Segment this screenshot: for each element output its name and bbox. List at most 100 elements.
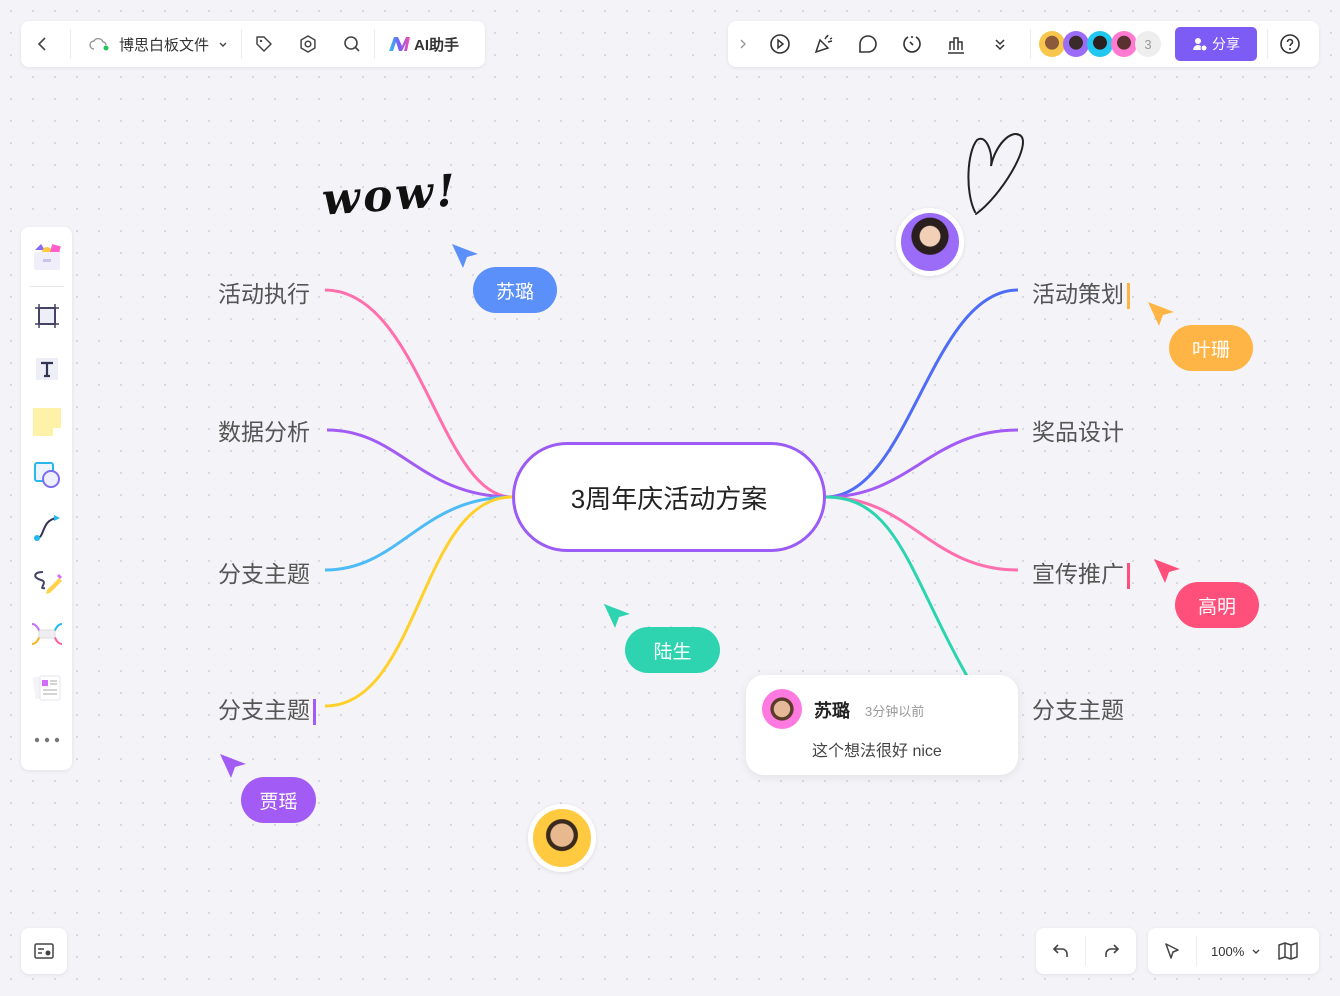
connector-icon bbox=[33, 514, 60, 541]
comment-button[interactable] bbox=[846, 22, 890, 66]
topic-label: 分支主题 bbox=[218, 561, 310, 587]
tool-mindmap[interactable] bbox=[21, 607, 73, 660]
central-topic[interactable]: 3周年庆活动方案 bbox=[512, 442, 826, 552]
collaborator-count: 3 bbox=[1135, 31, 1161, 57]
ai-assistant-button[interactable]: AI助手 bbox=[375, 34, 459, 55]
tool-connector[interactable] bbox=[21, 501, 73, 554]
more-tools-button[interactable] bbox=[978, 22, 1022, 66]
top-left-toolbar: 博思白板文件 AI助手 bbox=[21, 21, 485, 67]
topic-label: 活动策划 bbox=[1032, 281, 1124, 307]
comment-card[interactable]: 苏璐 3分钟以前 这个想法很好 nice bbox=[746, 675, 1018, 775]
topic-left-4[interactable]: 分支主题 bbox=[218, 691, 316, 725]
back-button[interactable] bbox=[21, 22, 65, 66]
branch-line bbox=[825, 495, 1019, 572]
branch-line bbox=[825, 428, 1019, 499]
topic-label: 活动执行 bbox=[218, 281, 310, 307]
gear-icon bbox=[300, 35, 316, 53]
cursor-arrow-icon bbox=[1154, 559, 1180, 583]
divider bbox=[241, 29, 243, 59]
share-button[interactable]: 分享 bbox=[1175, 27, 1257, 61]
avatar[interactable] bbox=[896, 208, 964, 276]
topic-left-2[interactable]: 数据分析 bbox=[218, 413, 310, 447]
topic-left-3[interactable]: 分支主题 bbox=[218, 555, 310, 589]
cursor-label: 叶珊 bbox=[1169, 325, 1253, 371]
tool-templates[interactable] bbox=[21, 231, 73, 284]
ai-logo-icon bbox=[389, 37, 411, 51]
comment-text: 这个想法很好 nice bbox=[812, 743, 942, 760]
topic-right-1[interactable]: 活动策划 bbox=[1032, 275, 1130, 309]
avatar bbox=[1111, 31, 1137, 57]
topic-left-1[interactable]: 活动执行 bbox=[218, 275, 310, 309]
tool-frame[interactable] bbox=[21, 289, 73, 342]
avatar bbox=[1063, 31, 1089, 57]
ai-label: AI助手 bbox=[414, 36, 460, 54]
pointer-icon bbox=[1165, 943, 1179, 959]
minimap-button[interactable] bbox=[1268, 929, 1308, 973]
tag-button[interactable] bbox=[242, 22, 286, 66]
shapes-icon bbox=[33, 461, 60, 488]
tool-sticky-note[interactable] bbox=[21, 395, 73, 448]
collaborator-avatars[interactable]: 3 bbox=[1039, 31, 1161, 57]
help-button[interactable] bbox=[1268, 22, 1312, 66]
present-button[interactable] bbox=[758, 22, 802, 66]
add-user-icon bbox=[1193, 38, 1208, 52]
edit-caret bbox=[1127, 562, 1130, 589]
cursor-arrow-icon bbox=[452, 244, 478, 268]
more-icon bbox=[34, 737, 59, 742]
zoom-level: 100% bbox=[1211, 943, 1245, 959]
comment-author: 苏璐 bbox=[814, 701, 850, 721]
undo-icon bbox=[1052, 944, 1068, 957]
search-button[interactable] bbox=[330, 22, 374, 66]
branch-line bbox=[326, 428, 513, 499]
divider bbox=[1267, 29, 1268, 59]
undo-button[interactable] bbox=[1036, 929, 1085, 973]
minimap-toggle[interactable] bbox=[21, 928, 67, 974]
timer-button[interactable] bbox=[890, 22, 934, 66]
redo-button[interactable] bbox=[1086, 929, 1136, 973]
document-cards-icon bbox=[32, 674, 60, 700]
tool-shapes[interactable] bbox=[21, 448, 73, 501]
divider bbox=[1196, 936, 1197, 966]
file-menu[interactable]: 博思白板文件 bbox=[71, 34, 241, 55]
topic-label: 分支主题 bbox=[1032, 697, 1124, 723]
template-box-icon bbox=[33, 243, 61, 270]
party-popper-icon bbox=[814, 34, 833, 54]
bar-chart-icon bbox=[948, 37, 964, 54]
chevron-down-icon bbox=[219, 42, 227, 47]
comment-icon bbox=[859, 35, 877, 53]
collapse-button[interactable] bbox=[728, 22, 758, 66]
tool-pen[interactable] bbox=[21, 554, 73, 607]
redo-icon bbox=[1105, 944, 1120, 957]
map-icon bbox=[1278, 942, 1298, 960]
edit-caret bbox=[1127, 282, 1130, 309]
avatar[interactable] bbox=[528, 804, 596, 872]
tool-text[interactable] bbox=[21, 342, 73, 395]
topic-right-4[interactable]: 分支主题 bbox=[1032, 691, 1124, 725]
text-icon bbox=[35, 357, 58, 380]
branch-line bbox=[324, 495, 513, 572]
file-name: 博思白板文件 bbox=[119, 36, 210, 54]
handwritten-wow: wow! bbox=[320, 165, 461, 226]
cursor-label: 贾瑶 bbox=[241, 777, 316, 823]
zoom-select[interactable]: 100% bbox=[1197, 944, 1268, 959]
left-toolbar bbox=[21, 227, 72, 770]
select-tool-button[interactable] bbox=[1148, 929, 1196, 973]
play-icon bbox=[770, 34, 790, 54]
cursor-label: 陆生 bbox=[625, 627, 720, 673]
branch-line bbox=[324, 495, 513, 708]
edit-caret bbox=[313, 698, 316, 725]
cursor-arrow-icon bbox=[1148, 302, 1174, 326]
topic-right-2[interactable]: 奖品设计 bbox=[1032, 413, 1124, 447]
share-label: 分享 bbox=[1212, 36, 1240, 52]
vote-button[interactable] bbox=[934, 22, 978, 66]
settings-button[interactable] bbox=[286, 22, 330, 66]
tool-more-templates[interactable] bbox=[21, 660, 73, 713]
undo-redo-bar bbox=[1036, 928, 1136, 974]
topic-right-3[interactable]: 宣传推广 bbox=[1032, 555, 1130, 589]
topic-label: 奖品设计 bbox=[1032, 419, 1124, 445]
topic-label: 分支主题 bbox=[218, 697, 310, 723]
more-tools-button[interactable] bbox=[21, 713, 73, 766]
handwritten-heart bbox=[967, 133, 1024, 215]
celebrate-button[interactable] bbox=[802, 22, 846, 66]
